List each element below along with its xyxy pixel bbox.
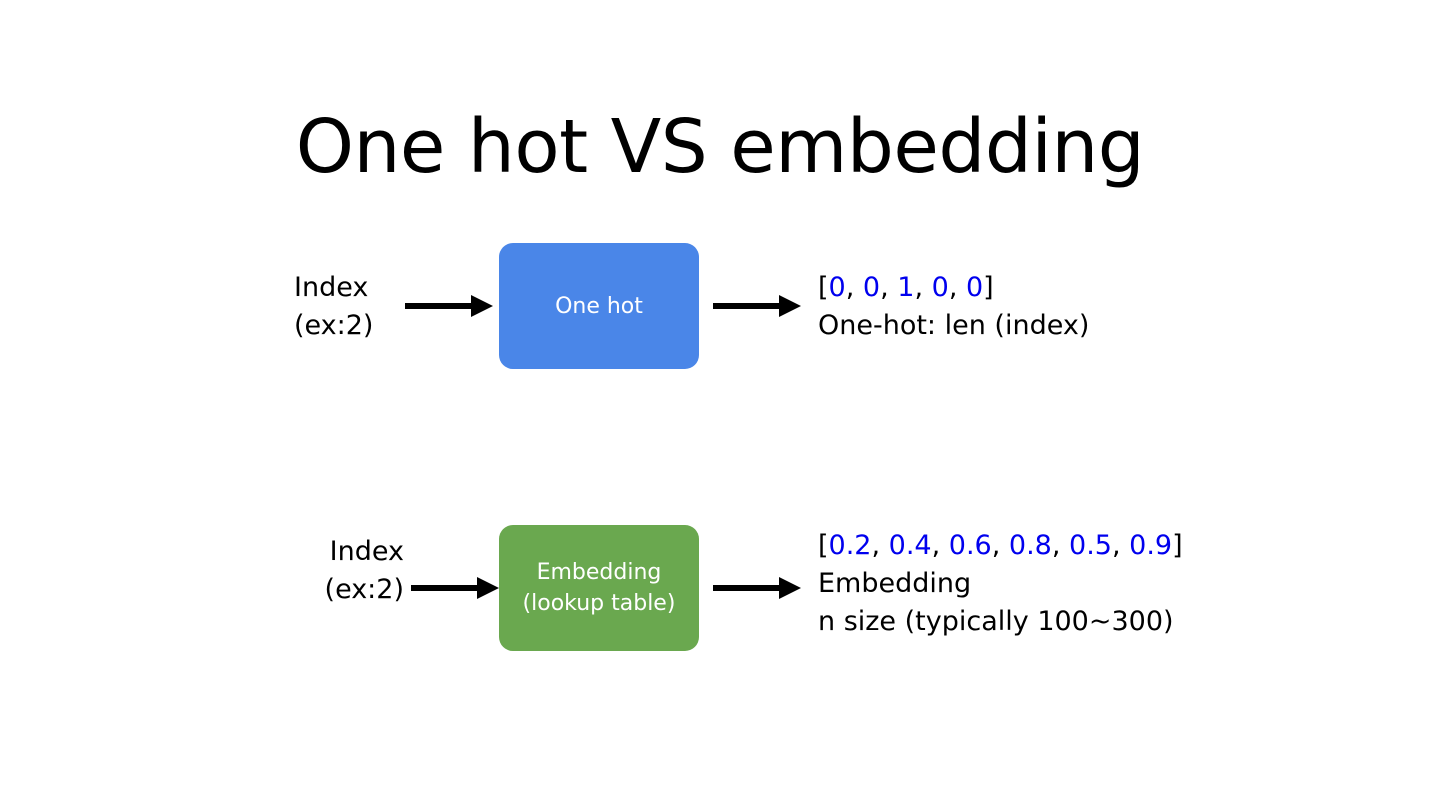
arrow-head bbox=[471, 295, 493, 317]
arrow-head bbox=[477, 577, 499, 599]
page-title: One hot VS embedding bbox=[295, 104, 1145, 190]
vector-separator: , bbox=[845, 272, 863, 303]
vector-value: 1 bbox=[897, 272, 915, 303]
output-caption-embedding-1: Embedding bbox=[818, 568, 972, 599]
input-label-line1: Index bbox=[329, 536, 404, 567]
vector-value: 0.2 bbox=[828, 530, 872, 561]
vector-value: 0.5 bbox=[1069, 530, 1112, 561]
process-box-label-line1: One hot bbox=[555, 293, 643, 319]
vector-value: 0 bbox=[931, 272, 949, 303]
vector-separator: , bbox=[880, 272, 898, 303]
diagram-row-embedding: Index (ex:2) Embedding (lookup table) [0… bbox=[0, 503, 1440, 673]
process-box-label-line2: (lookup table) bbox=[522, 591, 676, 616]
vector-value: 0 bbox=[862, 272, 881, 303]
output-vector-embedding: [0.2, 0.4, 0.6, 0.8, 0.5, 0.9] bbox=[818, 527, 1183, 565]
output-block-one-hot: [0, 0, 1, 0, 0] One-hot: len (index) bbox=[818, 269, 1089, 345]
vector-open-bracket: [ bbox=[818, 530, 829, 561]
vector-close-bracket: ] bbox=[1172, 530, 1183, 561]
arrow-shaft bbox=[405, 303, 475, 309]
vector-value: 0 bbox=[965, 272, 984, 303]
output-block-embedding: [0.2, 0.4, 0.6, 0.8, 0.5, 0.9] Embedding… bbox=[818, 527, 1183, 641]
process-box-embedding[interactable]: Embedding (lookup table) bbox=[499, 525, 699, 651]
input-label-one-hot: Index (ex:2) bbox=[294, 269, 373, 345]
diagram-row-one-hot: Index (ex:2) One hot [0, 0, 1, 0, 0] One… bbox=[0, 221, 1440, 391]
arrow-right-icon bbox=[713, 295, 801, 317]
input-label-line2: (ex:2) bbox=[294, 310, 374, 341]
arrow-head bbox=[779, 577, 801, 599]
input-label-line1: Index bbox=[294, 272, 369, 303]
vector-separator: , bbox=[871, 530, 889, 561]
vector-value: 0.8 bbox=[1008, 530, 1052, 561]
process-box-one-hot[interactable]: One hot bbox=[499, 243, 699, 369]
arrow-shaft bbox=[411, 585, 481, 591]
process-box-label-line1: Embedding bbox=[536, 560, 662, 585]
vector-close-bracket: ] bbox=[983, 272, 994, 303]
vector-value: 0.4 bbox=[888, 530, 932, 561]
vector-separator: , bbox=[1112, 530, 1130, 561]
vector-separator: , bbox=[991, 530, 1009, 561]
arrow-head bbox=[779, 295, 801, 317]
vector-separator: , bbox=[931, 530, 949, 561]
arrow-shaft bbox=[713, 303, 783, 309]
vector-separator: , bbox=[948, 272, 966, 303]
vector-value: 0.9 bbox=[1129, 530, 1173, 561]
output-caption-one-hot-1: One-hot: len (index) bbox=[818, 310, 1090, 341]
input-label-line2: (ex:2) bbox=[324, 574, 404, 605]
vector-value: 0 bbox=[828, 272, 846, 303]
vector-open-bracket: [ bbox=[818, 272, 829, 303]
output-caption-embedding-2: n size (typically 100~300) bbox=[818, 606, 1174, 637]
vector-separator: , bbox=[1051, 530, 1070, 561]
arrow-shaft bbox=[713, 585, 783, 591]
arrow-right-icon bbox=[713, 577, 801, 599]
vector-separator: , bbox=[914, 272, 932, 303]
input-label-embedding: Index (ex:2) bbox=[254, 533, 404, 609]
arrow-right-icon bbox=[405, 295, 493, 317]
output-vector-one-hot: [0, 0, 1, 0, 0] bbox=[818, 269, 1089, 307]
vector-value: 0.6 bbox=[948, 530, 992, 561]
arrow-right-icon bbox=[411, 577, 499, 599]
